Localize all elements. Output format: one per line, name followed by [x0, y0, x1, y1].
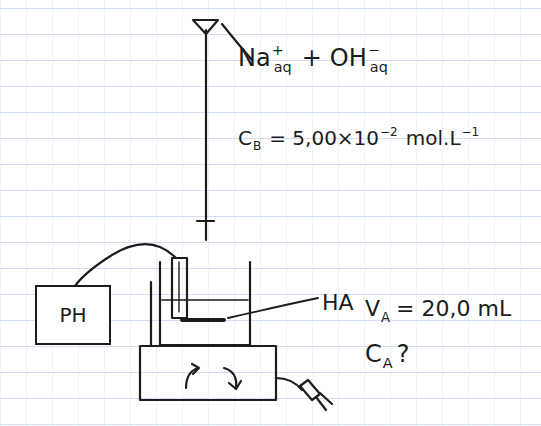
unknown-concentration: CA? [365, 340, 409, 369]
label-text: HA [322, 290, 354, 316]
rotation-arrow-head [192, 364, 199, 374]
subscript: A [383, 355, 393, 372]
beaker [160, 262, 250, 345]
power-cord [276, 378, 302, 390]
label-text: + [302, 44, 322, 73]
burette-stopcock [197, 220, 214, 222]
ph-probe-inner [178, 262, 179, 312]
leader-line [228, 298, 318, 318]
label-text: V [365, 296, 380, 322]
label-text: Na [238, 44, 271, 73]
concentration-value: CB = 5,00×10−2 mol.L−1 [238, 126, 479, 150]
subscript: aq [274, 59, 292, 76]
ph-meter-box: PH [35, 285, 111, 345]
superscript: −1 [462, 125, 480, 139]
label-text: C [365, 340, 382, 369]
node-text: PH [59, 303, 86, 327]
reagent-formula: Na+aq+OH−aq [238, 44, 388, 73]
label-text: mol.L [406, 126, 461, 150]
subscript: aq [370, 59, 388, 76]
superscript: −2 [380, 125, 398, 139]
liquid-level [162, 299, 248, 301]
probe-wire [75, 244, 176, 286]
beaker-edge [150, 282, 152, 345]
superscript: + [272, 42, 284, 59]
label-text: = 5,00×10 [269, 126, 379, 150]
plug-pin [316, 397, 326, 410]
solution-label: HA [322, 290, 354, 316]
label-text: = 20,0 mL [396, 296, 511, 322]
ph-probe [172, 258, 187, 318]
subscript: B [253, 139, 261, 153]
subscript: A [381, 310, 390, 326]
label-text: ? [397, 340, 410, 369]
magnetic-stirrer [140, 346, 276, 400]
label-text: OH [330, 44, 367, 73]
rotation-arrow-head [229, 381, 241, 389]
burette-tube [205, 30, 207, 240]
superscript: − [368, 42, 380, 59]
volume-value: VA= 20,0 mL [365, 296, 511, 322]
plug-pin [320, 393, 332, 404]
label-text: C [238, 126, 252, 150]
stir-bar [182, 318, 224, 322]
